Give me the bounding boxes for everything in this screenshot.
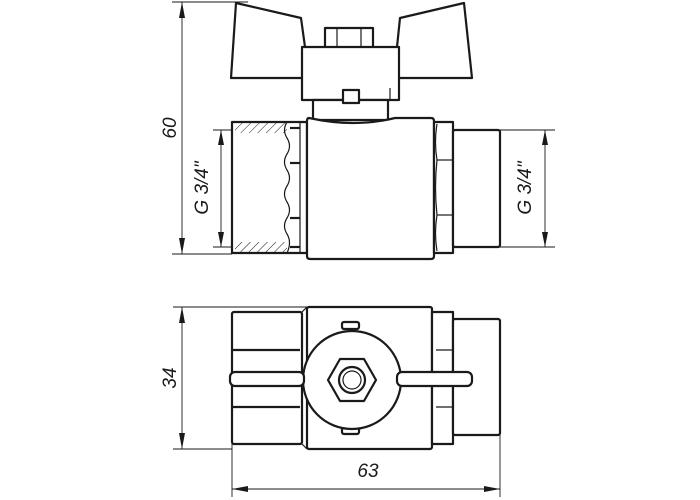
- front-view: 60 G 3/4" G 3/4": [160, 1, 555, 261]
- female-end: [230, 120, 309, 255]
- handle-nut: [323, 26, 375, 50]
- hatch-top: [235, 123, 287, 133]
- hex-nut: [432, 120, 455, 255]
- lever-left: [228, 370, 306, 388]
- stop-pin: [341, 88, 361, 105]
- handle-left-wing: [229, 1, 307, 80]
- lever-right: [395, 370, 474, 388]
- top-view: 34 63: [160, 305, 502, 497]
- hatch-bottom: [235, 242, 287, 252]
- dim-thread-left: G 3/4": [192, 160, 213, 214]
- male-end: [451, 128, 502, 249]
- dim-width-34: 34: [160, 367, 181, 388]
- handle-right-wing: [395, 1, 474, 80]
- valve-body: [305, 116, 436, 261]
- dim-thread-right: G 3/4": [515, 160, 536, 214]
- dim-height-60: 60: [160, 117, 181, 139]
- dim-length-63: 63: [357, 461, 379, 482]
- break-line: [283, 121, 291, 254]
- stop-tab-top: [340, 320, 361, 331]
